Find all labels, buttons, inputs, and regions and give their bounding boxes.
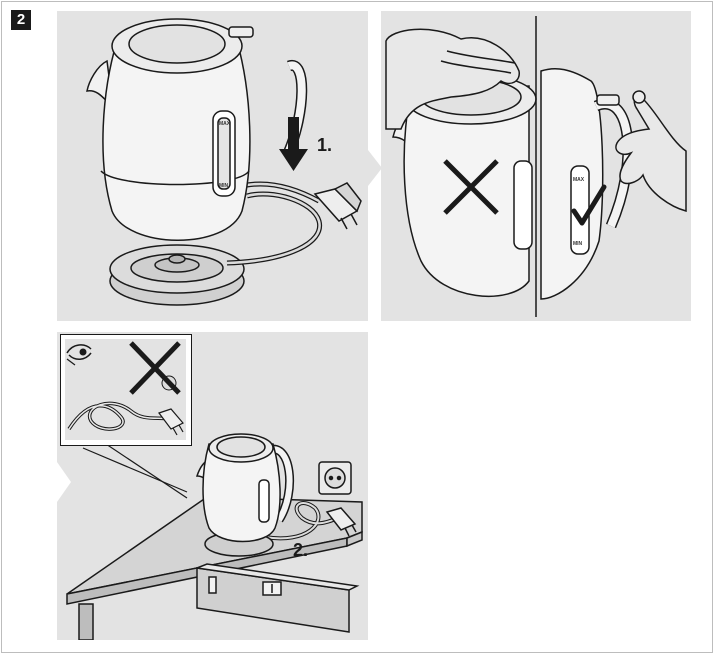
- kettle: [86, 18, 308, 241]
- kettle: [195, 433, 295, 557]
- inset-illustration: [65, 339, 186, 440]
- max-mark: MAX: [573, 177, 585, 183]
- step-number-badge: 2: [11, 10, 31, 30]
- power-base: [109, 244, 245, 306]
- sight-line: [82, 447, 188, 493]
- sight-line: [96, 437, 188, 499]
- cross-icon: [443, 159, 499, 215]
- max-mark: MAX: [219, 121, 231, 127]
- spirit-level: [194, 563, 360, 633]
- chevron-right-icon: [368, 150, 382, 186]
- kettle-held-by-lid: [385, 28, 537, 297]
- power-plug: [313, 182, 362, 230]
- inset-detail: [60, 334, 192, 446]
- min-mark: MIN: [219, 183, 229, 189]
- panel-handle-usage: MAX MIN: [381, 11, 691, 321]
- step-1-label: 1.: [317, 135, 332, 155]
- handle-usage-illustration: MAX MIN: [385, 16, 687, 317]
- check-icon: [571, 184, 607, 226]
- level-surface-illustration: 2.: [57, 433, 363, 640]
- min-mark: MIN: [573, 241, 583, 247]
- kettle-held-by-handle: [540, 68, 687, 300]
- power-plug: [325, 507, 357, 537]
- wall-socket: [318, 461, 352, 495]
- panel-place-on-base: MAX MIN 1.: [57, 11, 368, 321]
- step-2-label: 2.: [293, 540, 308, 560]
- down-arrow-icon: [279, 117, 308, 171]
- eye-icon: [66, 344, 92, 366]
- cross-icon: [129, 341, 181, 395]
- kettle-on-base-illustration: MAX MIN 1.: [86, 18, 362, 306]
